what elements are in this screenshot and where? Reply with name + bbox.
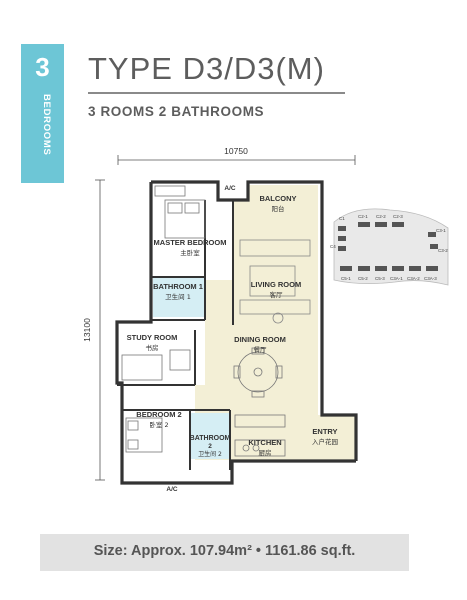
bathroom1-floor bbox=[153, 277, 205, 317]
kitchen-label-cn: 厨房 bbox=[259, 448, 272, 457]
keyplan-label: C3-1 bbox=[436, 228, 446, 233]
master-bedroom-label-cn: 主卧室 bbox=[180, 248, 200, 257]
dining-table bbox=[233, 347, 283, 398]
keyplan-label: C5-2 bbox=[358, 276, 368, 281]
study-room-label: STUDY ROOM bbox=[127, 333, 178, 342]
width-dimension-label: 10750 bbox=[224, 146, 248, 156]
exterior-walls bbox=[115, 180, 358, 485]
dining-room-label: DINING ROOM bbox=[234, 335, 286, 344]
keyplan-label: C2-2 bbox=[376, 214, 386, 219]
master-bed bbox=[154, 185, 206, 239]
ac-top-label: A/C bbox=[224, 185, 236, 192]
master-bedroom-label: MASTER BEDROOM bbox=[154, 238, 227, 247]
kitchen-counter bbox=[234, 414, 286, 457]
study-room-label-cn: 书房 bbox=[146, 343, 159, 352]
ac-bottom-label: A/C bbox=[166, 486, 178, 493]
bathroom2-label: BATHROOM bbox=[190, 435, 231, 442]
dining-room-label-cn: 餐厅 bbox=[254, 345, 268, 354]
height-dimension-label: 13100 bbox=[82, 318, 92, 342]
unit-size-text: Size: Approx. 107.94m² • 1161.86 sq.ft. bbox=[93, 543, 356, 559]
bathroom2-floor bbox=[190, 413, 230, 459]
bathroom1-label-cn: 卫生间 1 bbox=[165, 292, 191, 301]
title-divider bbox=[88, 92, 345, 94]
balcony-label: BALCONY bbox=[259, 194, 296, 203]
bedroom2-label-cn: 卧室 2 bbox=[149, 420, 168, 429]
bedroom-count-badge: 3 BEDROOMS bbox=[21, 44, 64, 183]
keyplan-label: C1 bbox=[339, 216, 345, 221]
unit-subtitle: 3 ROOMS 2 BATHROOMS bbox=[88, 104, 265, 119]
keyplan-label: C5-3 bbox=[375, 276, 385, 281]
bathroom2-label-cn: 卫生间 2 bbox=[198, 450, 222, 458]
key-plan: C1 C2-1 C2-2 C2-3 C3-1 C3-2 C4 C5-1 C5-2… bbox=[330, 208, 449, 286]
unit-size-bar: Size: Approx. 107.94m² • 1161.86 sq.ft. bbox=[40, 534, 409, 571]
keyplan-label: C2-3 bbox=[393, 214, 403, 219]
bathroom2-number: 2 bbox=[208, 443, 212, 450]
living-sofa bbox=[239, 239, 311, 324]
keyplan-label: C3A-1 bbox=[390, 276, 403, 281]
bedroom2-bed bbox=[125, 417, 163, 453]
keyplan-label: C3-2 bbox=[438, 248, 448, 253]
bedroom-count-label: BEDROOMS bbox=[41, 94, 52, 156]
height-dimension bbox=[95, 179, 105, 481]
entry-label-cn: 入户花园 bbox=[312, 437, 338, 446]
living-room-label-cn: 客厅 bbox=[270, 290, 284, 299]
bedroom-count: 3 bbox=[35, 52, 50, 82]
keyplan-label: C4 bbox=[330, 244, 336, 249]
unit-type-title: TYPE D3/D3(M) bbox=[88, 51, 325, 86]
keyplan-label: C3A-2 bbox=[407, 276, 420, 281]
keyplan-label: C3A-3 bbox=[424, 276, 437, 281]
study-desk bbox=[121, 349, 191, 381]
balcony-label-cn: 阳台 bbox=[272, 204, 285, 213]
keyplan-label: C2-1 bbox=[358, 214, 368, 219]
entry-label: ENTRY bbox=[312, 427, 337, 436]
keyplan-label: C5-1 bbox=[341, 276, 351, 281]
width-dimension bbox=[117, 155, 356, 165]
bathroom1-label: BATHROOM 1 bbox=[153, 282, 203, 291]
bedroom2-label: BEDROOM 2 bbox=[136, 410, 181, 419]
living-room-label: LIVING ROOM bbox=[251, 280, 301, 289]
kitchen-label: KITCHEN bbox=[248, 438, 281, 447]
